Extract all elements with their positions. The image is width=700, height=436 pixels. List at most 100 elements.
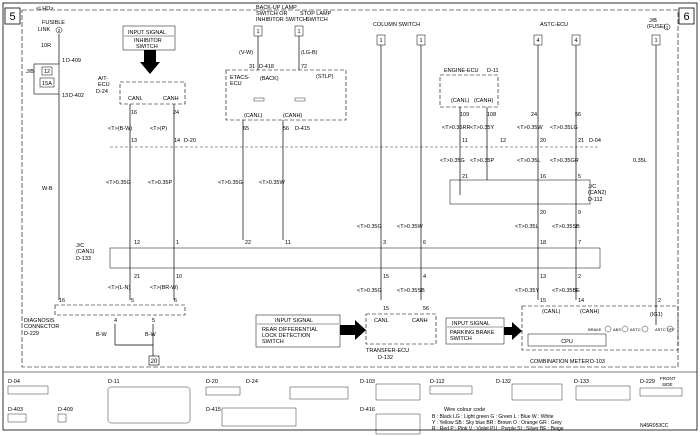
pin-15-combo: 15 xyxy=(540,298,546,304)
parking-label-1: PARKING BRAKE xyxy=(450,330,495,336)
jc-can2-label-2: (CAN2) xyxy=(588,190,607,196)
pin-13-row2: 13 xyxy=(131,138,137,144)
pin-6-can1: 6 xyxy=(423,240,426,246)
rear-label-3: SWITCH xyxy=(262,339,284,345)
pin-24-astc: 24 xyxy=(531,112,537,118)
wire-label-brw: <T>(BR-W) xyxy=(150,285,178,291)
wire-vw: (V-W) xyxy=(239,50,253,56)
pin-56: 56 xyxy=(283,126,289,132)
wire-label-035l-d: <T>0.35L xyxy=(515,224,539,230)
wire-label-035l-c: <T>0.35L xyxy=(517,158,541,164)
conn-d103: D-103 xyxy=(360,379,375,385)
jb-fuse-label-2: (FUSE) xyxy=(647,24,666,30)
jb-fuse-circle xyxy=(663,23,671,31)
etacs-label-2: ECU xyxy=(230,81,242,87)
wire-label-035lg: <T>0.35LG xyxy=(550,125,578,131)
lamp-icon-3 xyxy=(641,325,649,333)
pin-56-transfer: 56 xyxy=(423,306,429,312)
engine-canl: (CANL) xyxy=(451,98,470,104)
conn-d229: D-229 xyxy=(640,379,655,385)
pin-11-can1: 11 xyxy=(285,240,291,246)
jb-fuse-connector-pin: 1 xyxy=(654,38,657,44)
conn-d415-shape xyxy=(221,407,297,427)
pin-14-combo: 14 xyxy=(578,298,584,304)
connector-d229-label: D-229 xyxy=(24,331,39,337)
wire-label-bw: <T>(B-W) xyxy=(108,126,132,132)
wire-lgb: (LG-B) xyxy=(301,50,318,56)
pin-5-diag: 5 xyxy=(131,298,134,304)
jc-can2-box xyxy=(449,179,591,205)
backup-lamp-2: SWITCH OR xyxy=(256,11,287,17)
lamp-icon-1 xyxy=(604,325,612,333)
pin-21-can2: 21 xyxy=(462,174,468,180)
lamp-brake: BRAKE xyxy=(588,327,602,332)
pin-9-can2: 9 xyxy=(578,210,581,216)
combination-meter-box xyxy=(521,305,679,351)
input-signal-label-1: INPUT SIGNAL xyxy=(128,30,166,36)
wire-label-035be-e: <T>0.35BE xyxy=(552,288,580,294)
pin-1-can1: 1 xyxy=(176,240,179,246)
diag-label-2: CONNECTOR xyxy=(24,324,59,330)
pin-20-can2: 20 xyxy=(540,210,546,216)
fusible-link-number: 2 xyxy=(58,28,61,33)
connector-d103-label: D-103 xyxy=(590,359,605,365)
jc-can2-label-1: J/C xyxy=(588,184,596,190)
wire-label-035g-c: <T>0.35G xyxy=(440,158,465,164)
diagnosis-connector-box xyxy=(54,304,186,316)
wire-label-035g-e: <T>0.35G xyxy=(357,288,382,294)
conn-d403-shape xyxy=(7,413,27,423)
wire-label-035p-a: <T>0.35P xyxy=(148,180,172,186)
conn-d04-shape xyxy=(7,385,49,395)
input-arrow-3 xyxy=(504,322,522,340)
pin-16-diag: 16 xyxy=(59,298,65,304)
conn-d132-shape xyxy=(511,383,563,401)
pin-11-row2: 11 xyxy=(462,138,468,144)
transfer-canl: CANL xyxy=(374,318,389,324)
inhibitor-label-2: SWITCH xyxy=(136,44,158,50)
diagram-border xyxy=(21,9,679,368)
color-code-row-3: R : Red P : Pink V : Violet PU : Purple … xyxy=(432,426,564,432)
pin-21-row2: 21 xyxy=(578,138,584,144)
fusible-link-circle xyxy=(55,26,63,34)
connector-d402-label: D-402 xyxy=(69,93,84,99)
rear-label-2: LOCK DETECTION xyxy=(262,333,310,339)
conn-d04: D-04 xyxy=(8,379,20,385)
pin-15-transfer: 15 xyxy=(383,306,389,312)
pin-4-diag: 4 xyxy=(114,318,117,324)
wire-wb-label: W-B xyxy=(42,186,53,192)
conn-d229-shape xyxy=(639,387,683,397)
pin-109: 109 xyxy=(460,112,469,118)
conn-d20: D-20 xyxy=(206,379,218,385)
color-code-row-1: B : Black LG : Light green G : Green L :… xyxy=(432,414,554,420)
input-arrow-2 xyxy=(340,320,366,340)
etacs-stlp: (STLP) xyxy=(316,74,334,80)
cpu-label: CPU xyxy=(561,339,573,345)
pin-2-combo: 2 xyxy=(658,298,661,304)
jb-num-box xyxy=(41,66,53,76)
pin-72: 72 xyxy=(301,64,307,70)
wire-label-035g-d: <T>0.35G xyxy=(357,224,382,230)
fusible-link-label-2: LINK xyxy=(38,27,51,33)
conn-d20-shape xyxy=(205,386,241,396)
pin-5-diag-b: 5 xyxy=(152,318,155,324)
conn-d416: D-416 xyxy=(360,407,375,413)
wire-label-035sb-e: <T>0.35SB xyxy=(397,288,425,294)
stop-lamp-1: STOP LAMP xyxy=(300,11,332,17)
conn-d403: D-403 xyxy=(8,407,23,413)
pin-6-diag: 6 xyxy=(174,298,177,304)
lamp-abs: ABS xyxy=(613,327,621,332)
pin-13-jb: 13 xyxy=(62,93,68,99)
connector-d20-label: D-20 xyxy=(184,138,196,144)
pin-13-can1b: 13 xyxy=(540,274,546,280)
connector-d133-label: D-133 xyxy=(76,256,91,262)
ground-symbol-box xyxy=(148,355,160,366)
conn-d133: D-133 xyxy=(574,379,589,385)
wire-label-035gr: <T>0.35GR xyxy=(550,158,579,164)
jb-fuse-label: J/B xyxy=(649,18,657,24)
conn-d415: D-415 xyxy=(206,407,221,413)
wire-10r: 10R xyxy=(41,43,51,49)
footer-code: N45R053CC xyxy=(640,423,669,429)
pin-21-can1b: 21 xyxy=(134,274,140,280)
wire-label-035y-e: <T>0.35Y xyxy=(515,288,539,294)
pin-22-can1: 22 xyxy=(245,240,251,246)
